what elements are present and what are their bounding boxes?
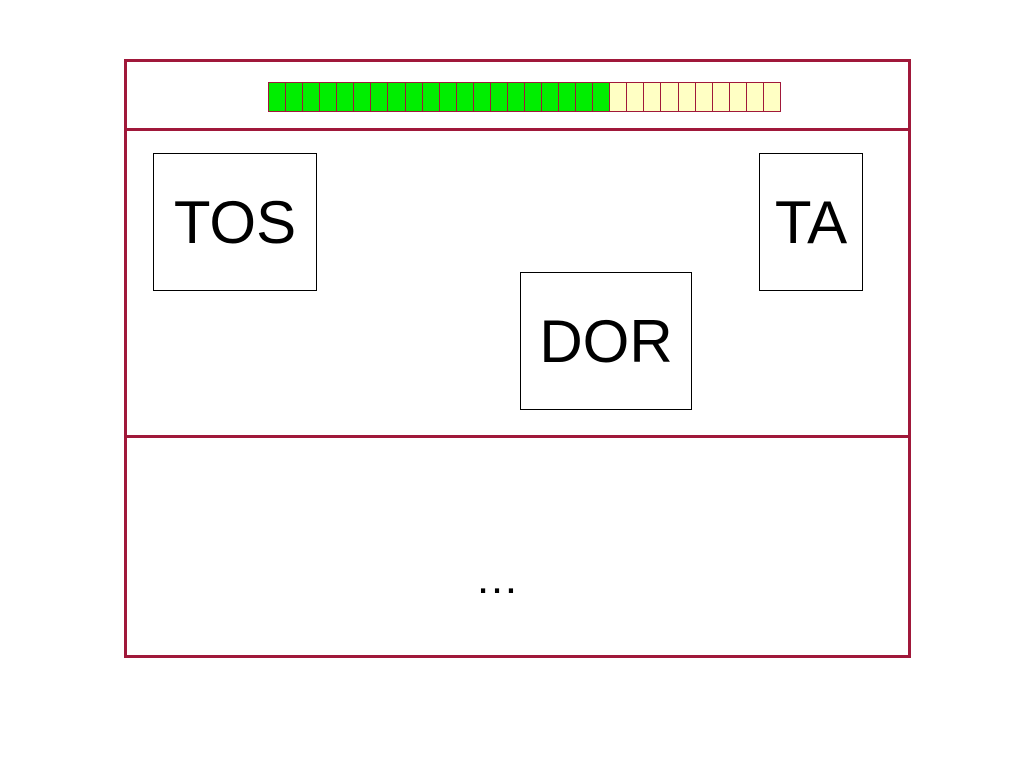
progress-bar (268, 82, 781, 112)
progress-cell-empty (762, 82, 781, 112)
progress-cell-filled (506, 82, 525, 112)
progress-cell-empty (677, 82, 696, 112)
ta-box: TA (759, 153, 863, 291)
progress-cell-filled (268, 82, 287, 112)
progress-cell-filled (404, 82, 423, 112)
progress-cell-filled (336, 82, 355, 112)
progress-cell-filled (558, 82, 577, 112)
progress-cell-empty (643, 82, 662, 112)
progress-cell-empty (711, 82, 730, 112)
progress-cell-filled (387, 82, 406, 112)
ellipsis-text: … (475, 554, 519, 603)
tos-label: TOS (173, 188, 297, 256)
diagram-frame: TOS TA DOR … (124, 59, 911, 658)
progress-cell-filled (592, 82, 611, 112)
progress-cell-filled (541, 82, 560, 112)
top-divider (127, 128, 908, 131)
progress-cell-filled (438, 82, 457, 112)
ta-label: TA (774, 188, 848, 256)
progress-cell-filled (285, 82, 304, 112)
tos-box: TOS (153, 153, 317, 291)
progress-cell-empty (660, 82, 679, 112)
progress-cell-empty (728, 82, 747, 112)
progress-cell-empty (609, 82, 628, 112)
progress-cell-filled (302, 82, 321, 112)
dor-box: DOR (520, 272, 692, 410)
progress-cell-filled (472, 82, 491, 112)
progress-cell-empty (626, 82, 645, 112)
progress-cell-filled (370, 82, 389, 112)
progress-cell-filled (319, 82, 338, 112)
progress-cell-filled (575, 82, 594, 112)
progress-cell-filled (523, 82, 542, 112)
progress-cell-filled (353, 82, 372, 112)
progress-cell-filled (489, 82, 508, 112)
progress-cell-empty (694, 82, 713, 112)
dor-label: DOR (539, 307, 673, 375)
progress-cell-filled (455, 82, 474, 112)
progress-cell-empty (745, 82, 764, 112)
middle-divider (127, 435, 908, 438)
progress-cell-filled (421, 82, 440, 112)
